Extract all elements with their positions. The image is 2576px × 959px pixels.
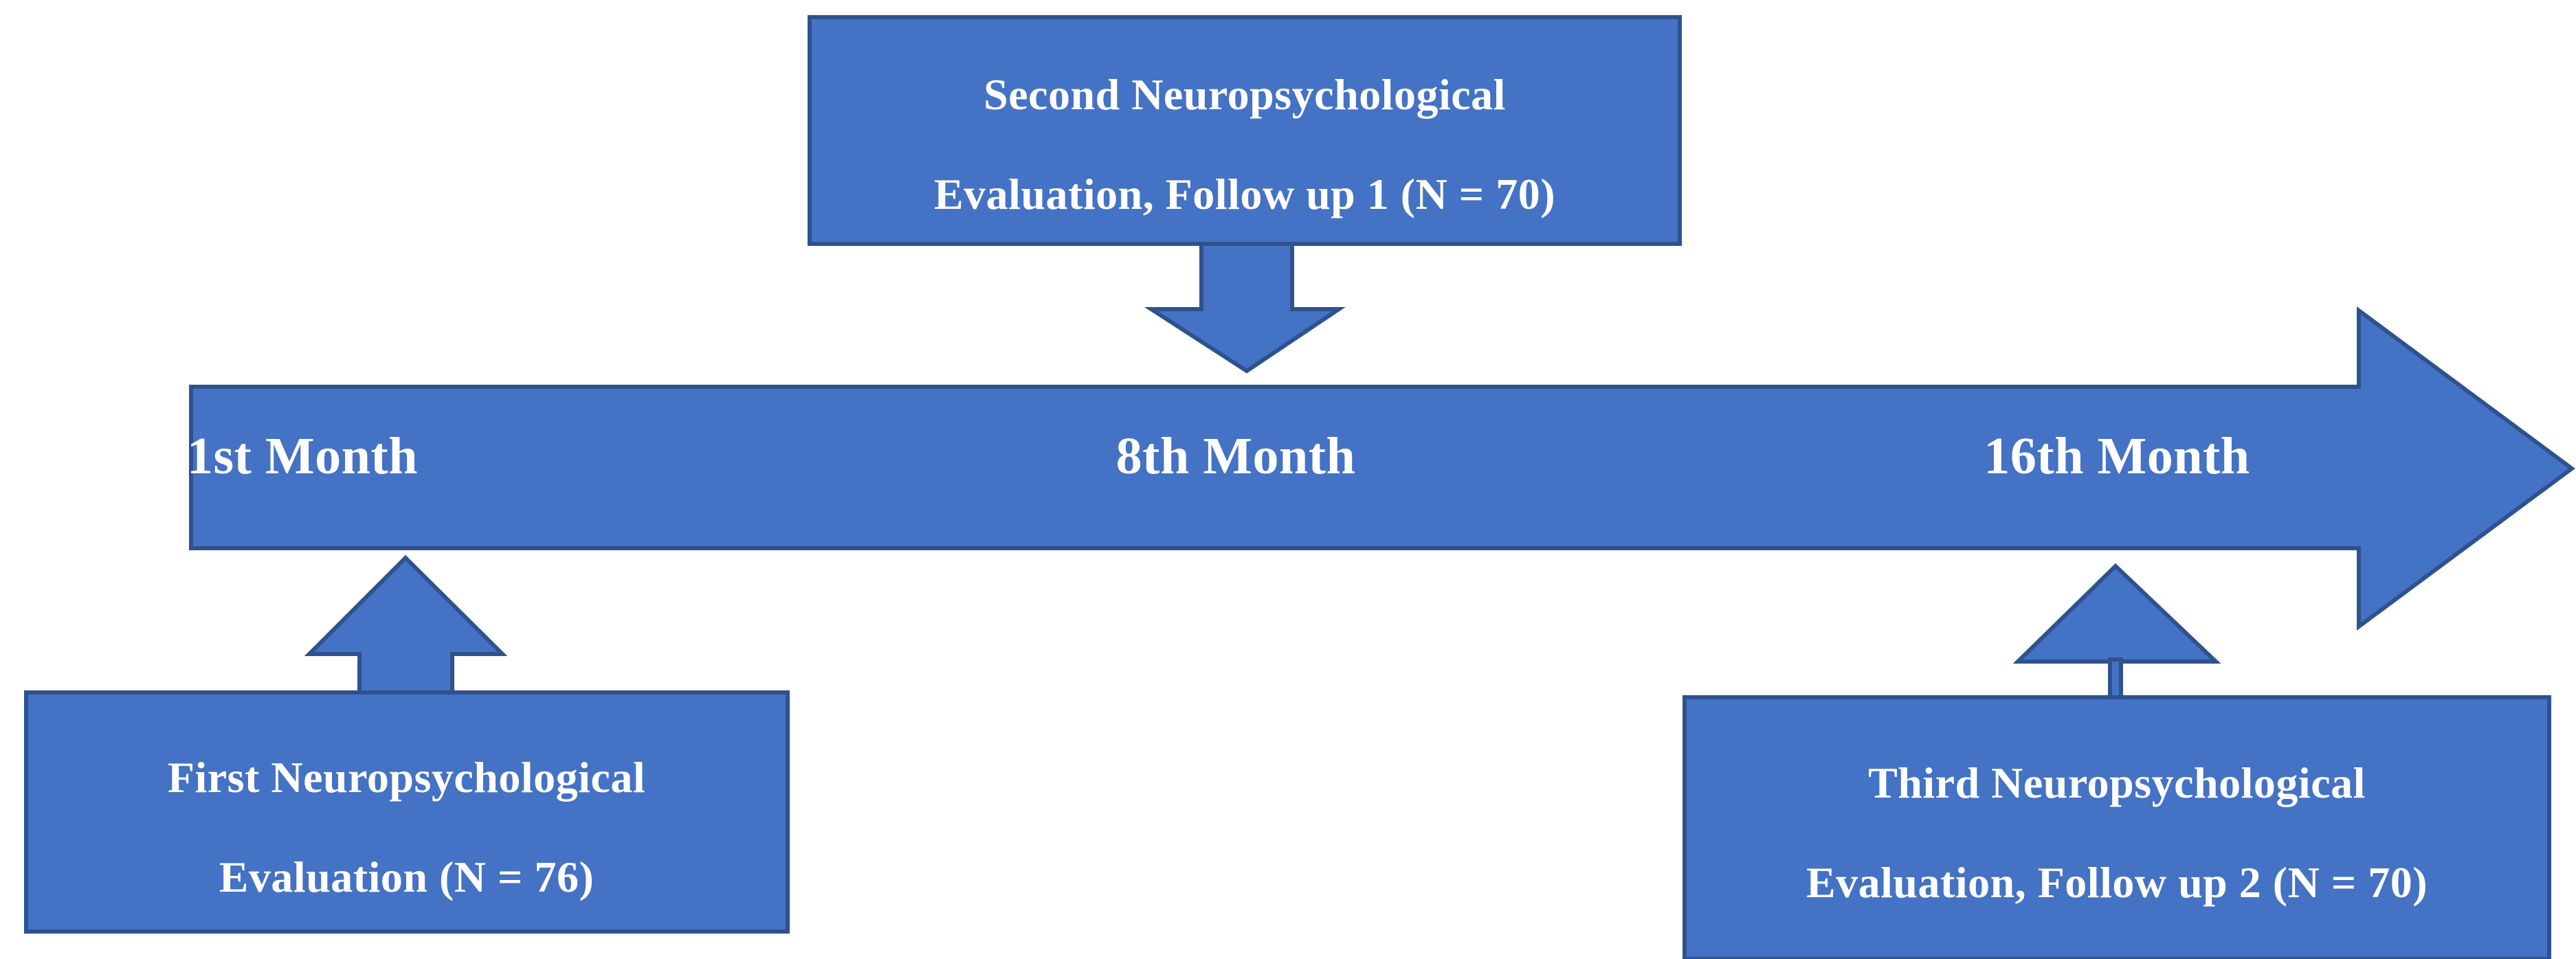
second-evaluation-caption: Second Neuropsychological Evaluation, Fo… [808, 60, 1682, 228]
timeline-milestone-1st-month: 1st Month [187, 427, 418, 485]
up-triangle-arrow-icon [2012, 563, 2221, 664]
first-evaluation-line-1: First Neuropsychological [167, 753, 646, 802]
second-evaluation-box[interactable] [808, 15, 1682, 246]
second-evaluation-line-2: Evaluation, Follow up 1 (N = 70) [933, 170, 1556, 219]
first-evaluation-box[interactable] [24, 690, 790, 934]
first-evaluation-line-2: Evaluation (N = 76) [219, 853, 595, 902]
timeline-milestone-16th-month: 16th Month [1984, 427, 2250, 485]
up-block-arrow-icon [304, 554, 508, 695]
first-evaluation-caption: First Neuropsychological Evaluation (N =… [24, 743, 789, 911]
timeline-milestone-8th-month: 8th Month [1115, 427, 1356, 485]
timeline-arrow-shape[interactable] [189, 306, 2576, 631]
third-evaluation-box[interactable] [1683, 695, 2551, 959]
third-evaluation-line-1: Third Neuropsychological [1868, 758, 2366, 807]
third-evaluation-caption: Third Neuropsychological Evaluation, Fol… [1683, 749, 2551, 916]
down-block-arrow-icon [1144, 242, 1346, 374]
up-triangle-arrow-stem [2108, 657, 2123, 699]
second-evaluation-line-1: Second Neuropsychological [984, 70, 1506, 119]
third-evaluation-line-2: Evaluation, Follow up 2 (N = 70) [1806, 858, 2428, 907]
